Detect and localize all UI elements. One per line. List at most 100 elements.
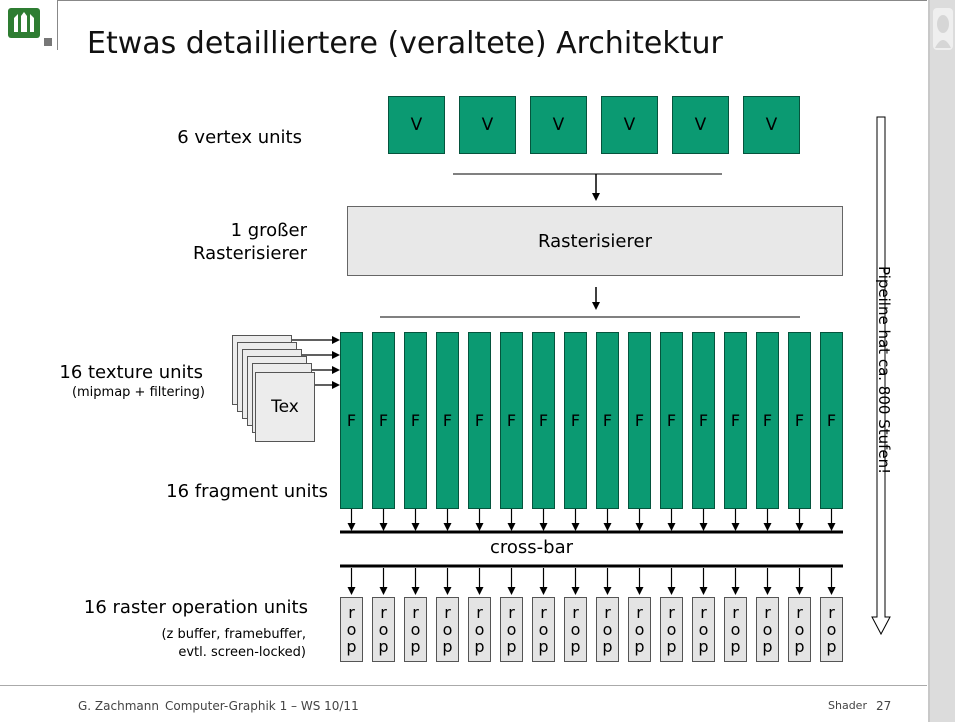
rop-unit-letter-p: p [730, 637, 741, 656]
rop-unit-letter-p: p [634, 637, 645, 656]
rop-unit-letter-p: p [602, 637, 613, 656]
rop-unit-letter-r: r [732, 603, 739, 622]
fragment-unit: F [660, 332, 683, 509]
fragment-unit: F [404, 332, 427, 509]
rop-unit-letter-p: p [570, 637, 581, 656]
rop-units-sublabel-2: evtl. screen-locked) [178, 645, 306, 660]
frame-left-line [57, 0, 58, 50]
fragment-unit: F [756, 332, 779, 509]
fragment-unit: F [340, 332, 363, 509]
pipeline-note: Pipeilne hat ca. 800 Stufen! [875, 266, 893, 475]
rop-unit-letter-p: p [442, 637, 453, 656]
fragment-unit: F [436, 332, 459, 509]
footer-course: Computer-Graphik 1 – WS 10/11 [165, 699, 359, 713]
fragment-unit: F [372, 332, 395, 509]
rop-unit-letter-o: o [762, 620, 773, 639]
footer-author: G. Zachmann [78, 699, 159, 713]
rop-unit-letter-o: o [410, 620, 421, 639]
vertex-units-label: 6 vertex units [177, 127, 302, 148]
footer-page-number: 27 [876, 699, 892, 713]
rop-unit-letter-o: o [794, 620, 805, 639]
fragment-unit: F [500, 332, 523, 509]
rop-unit-letter-r: r [444, 603, 451, 622]
fragment-unit: F [628, 332, 651, 509]
texture-units-label: 16 texture units [59, 362, 203, 383]
fragment-unit: F [788, 332, 811, 509]
rop-unit-letter-p: p [538, 637, 549, 656]
right-bar-edge [928, 0, 930, 722]
rop-unit-letter-p: p [666, 637, 677, 656]
rop-unit-letter-p: p [474, 637, 485, 656]
rop-unit-letter-p: p [698, 637, 709, 656]
rop-unit-letter-o: o [730, 620, 741, 639]
fragment-unit: F [532, 332, 555, 509]
title-bullet-square [44, 38, 52, 46]
rop-unit-letter-r: r [380, 603, 387, 622]
rop-unit-letter-o: o [346, 620, 357, 639]
rasterizer-box: Rasterisierer [347, 206, 843, 276]
rop-unit-letter-p: p [762, 637, 773, 656]
rop-unit-letter-o: o [442, 620, 453, 639]
fragment-units-label: 16 fragment units [166, 481, 328, 502]
vertex-unit: V [601, 96, 658, 154]
rop-unit-letter-p: p [346, 637, 357, 656]
rop-unit-letter-r: r [412, 603, 419, 622]
rop-unit-letter-o: o [378, 620, 389, 639]
university-logo-icon [8, 8, 40, 38]
rop-unit-letter-o: o [538, 620, 549, 639]
rop-unit-letter-p: p [794, 637, 805, 656]
vertex-unit: V [459, 96, 516, 154]
vertex-unit: V [743, 96, 800, 154]
texture-front-sheet: Tex [255, 372, 315, 442]
fragment-unit: F [596, 332, 619, 509]
rop-unit-letter-r: r [636, 603, 643, 622]
rop-unit-letter-r: r [572, 603, 579, 622]
rasterizer-label-line2: Rasterisierer [193, 243, 307, 264]
fragment-unit: F [820, 332, 843, 509]
rop-unit-letter-r: r [476, 603, 483, 622]
rop-unit-letter-r: r [604, 603, 611, 622]
fragment-unit: F [692, 332, 715, 509]
rop-unit-letter-o: o [666, 620, 677, 639]
rop-unit-letter-o: o [506, 620, 517, 639]
rop-unit-letter-r: r [828, 603, 835, 622]
rop-units-sublabel-1: (z buffer, framebuffer, [161, 627, 306, 642]
rop-unit-letter-o: o [634, 620, 645, 639]
rop-unit-letter-p: p [378, 637, 389, 656]
crossbar-label: cross-bar [490, 537, 574, 558]
footer-topic: Shader [828, 699, 867, 712]
rop-unit-letter-p: p [506, 637, 517, 656]
rop-unit-letter-r: r [796, 603, 803, 622]
rop-unit-letter-r: r [348, 603, 355, 622]
right-side-bar [930, 0, 955, 722]
vertex-unit: V [530, 96, 587, 154]
rop-unit-letter-o: o [602, 620, 613, 639]
fragment-unit: F [724, 332, 747, 509]
vertex-unit: V [672, 96, 729, 154]
rop-unit-letter-p: p [410, 637, 421, 656]
texture-units-sublabel: (mipmap + filtering) [71, 385, 205, 400]
rop-unit-letter-o: o [698, 620, 709, 639]
footer-line [0, 685, 927, 686]
rop-unit-letter-r: r [508, 603, 515, 622]
rop-unit-letter-r: r [764, 603, 771, 622]
vertex-unit: V [388, 96, 445, 154]
fragment-unit: F [564, 332, 587, 509]
slide-title: Etwas detailliertere (veraltete) Archite… [87, 26, 723, 61]
